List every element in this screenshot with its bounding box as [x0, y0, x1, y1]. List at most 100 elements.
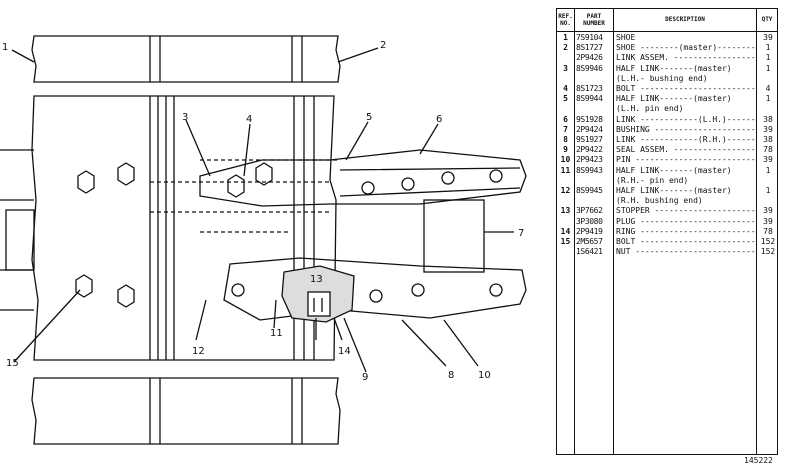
description-cell: RING ------------------------	[616, 226, 755, 236]
table-row: 13 3P7662 STOPPER --------------------- 39	[557, 206, 777, 216]
description-cell: (R.H.- pin end)	[616, 175, 689, 185]
ref-cell: 13	[560, 206, 571, 216]
part-number-cell: 1S6421	[576, 247, 603, 257]
ref-cell: 10	[560, 155, 571, 165]
description-cell: BOLT -------------------------	[616, 84, 755, 93]
svg-text:10: 10	[478, 370, 491, 381]
lower-links	[223, 257, 527, 321]
ref-cell: 8	[563, 135, 568, 144]
description-cell: PLUG ------------------------	[616, 216, 755, 226]
ref-cell: 2	[563, 43, 568, 53]
description-cell: NUT --------------------------	[616, 247, 755, 257]
svg-text:7: 7	[518, 228, 524, 239]
table-row: (L.H. pin end)	[557, 104, 777, 114]
description-cell: HALF LINK-------(master)	[616, 94, 732, 104]
table-row: 6 9S1928 LINK ------------(L.H.)------ 38	[557, 115, 777, 125]
table-row: 5 8S9944 HALF LINK-------(master) 1	[557, 94, 777, 104]
ref-cell: 5	[563, 94, 568, 104]
description-cell: SHOE	[616, 33, 636, 42]
callout-labels: 1 2 3 4 5 6 7 8 9 10 11 12 13 14 15	[2, 40, 524, 383]
ref-cell: 3	[563, 63, 568, 73]
figure-number: 145222	[744, 456, 773, 465]
part-number-cell: 3P7662	[576, 206, 603, 216]
qty-cell: 152	[760, 247, 776, 257]
part-number-cell: 2M5657	[576, 237, 603, 246]
qty-cell: 39	[763, 206, 773, 216]
qty-cell: 39	[763, 33, 773, 42]
description-cell: HALF LINK-------(master)	[616, 165, 732, 175]
qty-cell: 38	[763, 114, 773, 124]
svg-text:15: 15	[6, 358, 19, 369]
bushing	[423, 199, 485, 273]
description-cell: SHOE --------(master)--------	[616, 43, 755, 53]
part-number-cell: 2P9426	[576, 53, 603, 63]
track-assembly-drawing: 1 2 3 4 5 6 7 8 9 10 11 12 13 14 15	[0, 35, 527, 445]
qty-cell: 78	[763, 145, 773, 155]
header-part-number: PART NUMBER	[583, 13, 605, 27]
bottom-shoe	[31, 377, 341, 445]
bolt-heads	[75, 162, 273, 308]
part-number-cell: 2P9424	[576, 124, 603, 134]
description-cell: STOPPER ---------------------	[616, 206, 755, 216]
description-cell: HALF LINK-------(master)	[616, 186, 732, 195]
svg-text:6: 6	[436, 114, 442, 125]
qty-cell: 39	[763, 124, 773, 134]
description-cell: HALF LINK-------(master)	[616, 63, 732, 73]
table-row: 3P3080 PLUG ------------------------39	[557, 217, 777, 227]
ref-cell: 7	[563, 124, 568, 134]
part-number-cell: 8S9944	[576, 94, 603, 104]
description-cell: (L.H.- bushing end)	[616, 73, 708, 83]
table-row: 1S6421 NUT -------------------------- 152	[557, 247, 777, 257]
description-cell: SEAL ASSEM. ------------------	[616, 145, 755, 155]
part-number-cell: 8S9945	[576, 186, 603, 195]
ref-cell: 11	[560, 165, 571, 175]
table-row: 9 2P9422 SEAL ASSEM. ------------------ 78	[557, 145, 777, 155]
part-number-cell: 2P9422	[576, 145, 603, 155]
qty-cell: 38	[763, 135, 773, 144]
qty-cell: 78	[763, 226, 773, 236]
description-cell: BOLT -------------------------	[616, 237, 755, 246]
part-number-cell: 2P9419	[576, 226, 603, 236]
svg-text:11: 11	[270, 328, 283, 339]
description-cell: (L.H. pin end)	[616, 104, 684, 114]
qty-cell: 1	[765, 53, 771, 63]
qty-cell: 1	[765, 94, 771, 104]
header-ref: REF. NO.	[558, 13, 573, 27]
description-cell: LINK ------------(L.H.)------	[616, 114, 755, 124]
svg-text:13: 13	[310, 274, 323, 285]
part-number-cell: 2P9423	[576, 155, 603, 165]
table-header: REF. NO. PART NUMBER DESCRIPTION QTY	[557, 9, 777, 32]
svg-text:5: 5	[366, 112, 372, 123]
svg-text:14: 14	[338, 346, 351, 357]
part-number-cell: 8S1727	[576, 43, 603, 53]
qty-cell: 39	[763, 216, 773, 226]
middle-shoe	[31, 95, 337, 361]
part-number-cell: 8S1723	[576, 84, 603, 93]
ref-cell: 6	[563, 114, 568, 124]
description-cell: PIN --------------------------	[616, 155, 755, 165]
qty-cell: 1	[765, 165, 771, 175]
part-number-cell: 7S9104	[576, 33, 603, 42]
part-number-cell: 8S9946	[576, 63, 603, 73]
table-row: (R.H. bushing end)	[557, 196, 777, 206]
svg-text:2: 2	[380, 40, 386, 51]
table-row: (R.H.- pin end)	[557, 176, 777, 186]
qty-cell: 1	[765, 43, 771, 53]
part-number-cell: 9S1927	[576, 135, 603, 144]
header-qty: QTY	[761, 16, 773, 23]
ref-cell: 9	[563, 145, 568, 155]
part-number-cell: 9S1928	[576, 114, 603, 124]
ref-cell: 15	[560, 237, 571, 246]
svg-text:3: 3	[182, 112, 188, 123]
ref-cell: 12	[560, 186, 571, 195]
